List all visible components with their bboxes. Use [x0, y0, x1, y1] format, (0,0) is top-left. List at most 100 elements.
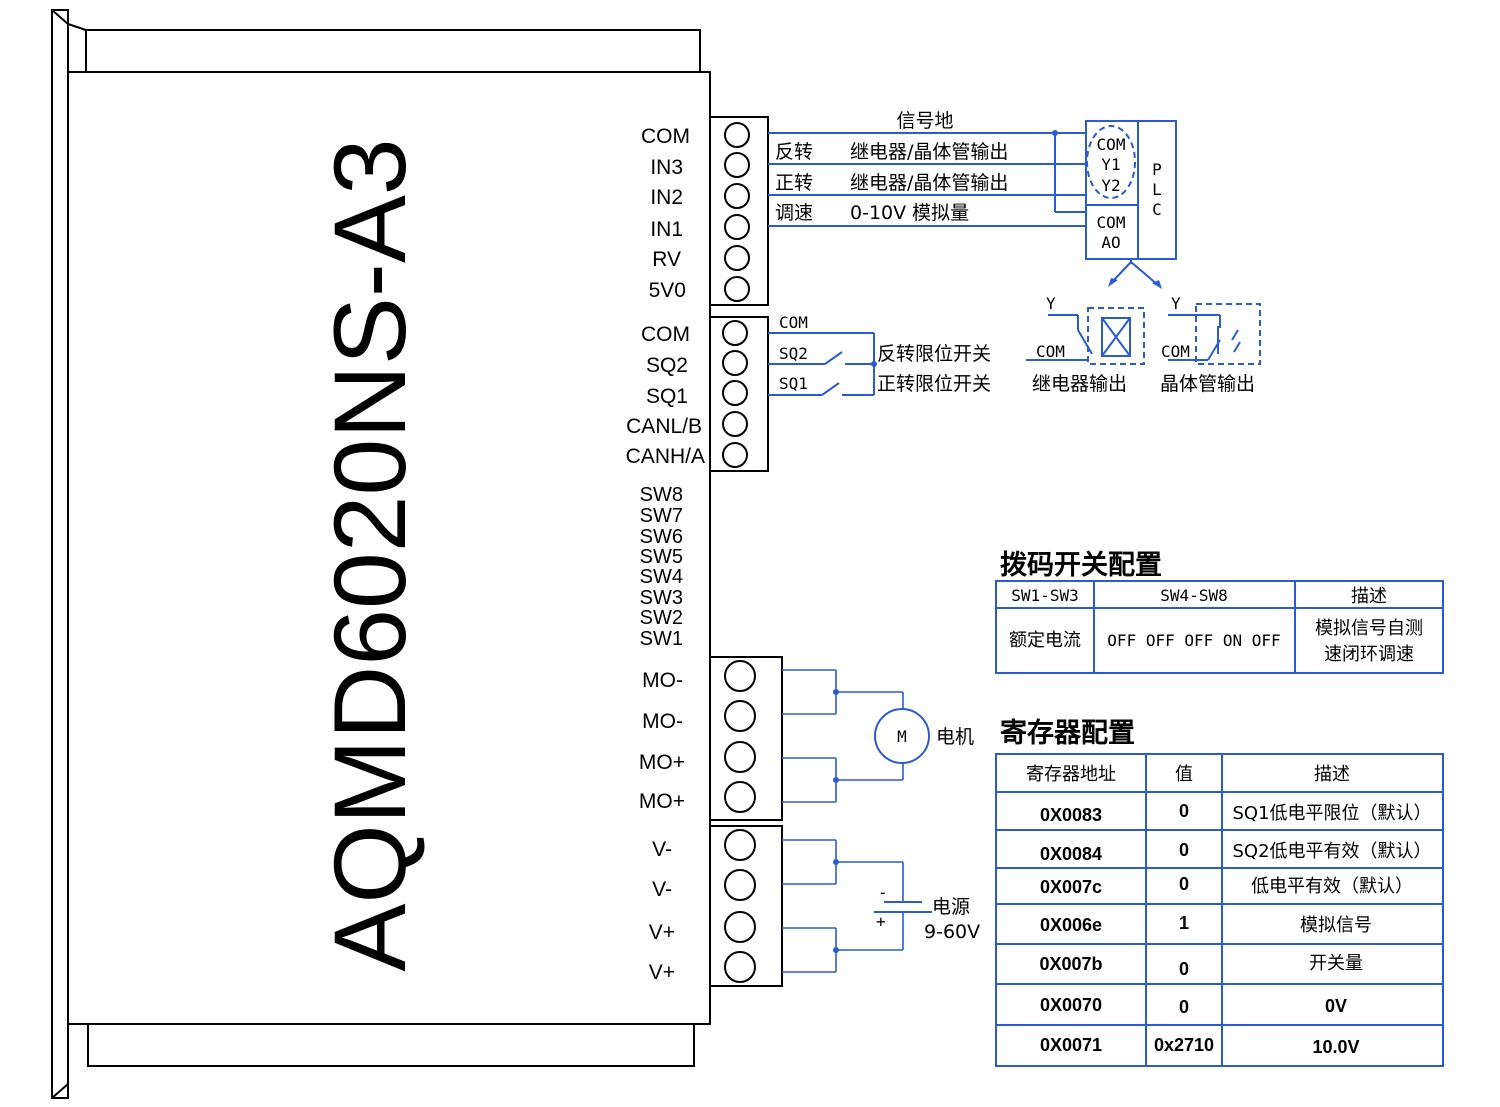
transistor-output-symbol [1168, 303, 1261, 365]
pin-v-2: V- [652, 878, 672, 901]
pin-in2: IN2 [650, 186, 683, 209]
reg-row-2-value: 0 [1179, 840, 1189, 860]
reg-row-6-desc: 0V [1325, 996, 1347, 1016]
limit-com-label: COM [779, 313, 808, 332]
pin-in1: IN1 [650, 218, 683, 241]
reg-row-6-address: 0X0070 [1040, 995, 1102, 1015]
pin-sw2: SW2 [640, 607, 683, 629]
reg-row-5-value: 0 [1179, 959, 1189, 979]
plc-c: C [1152, 200, 1162, 219]
power-voltage: 9-60V [924, 921, 980, 943]
pin-in3: IN3 [650, 156, 683, 179]
reg-row-3-desc: 低电平有效（默认） [1251, 876, 1413, 897]
motor-label: 电机 [936, 726, 974, 748]
forward-limit-label: 正转限位开关 [877, 373, 991, 395]
pin-sq1: SQ1 [646, 385, 688, 408]
pin-sw1: SW1 [640, 628, 683, 650]
dip-cell-desc-1: 模拟信号自测 [1315, 618, 1423, 639]
driver-housing [51, 9, 711, 1099]
reg-row-6-value: 0 [1179, 997, 1189, 1017]
terminal-block-limit [709, 316, 769, 472]
dip-cell-switches: OFF OFF OFF ON OFF [1107, 631, 1280, 650]
pin-v+1: V+ [649, 921, 675, 944]
power-plus: + [876, 912, 886, 931]
terminal-block-signal [709, 116, 769, 306]
motor-m-label: M [897, 727, 907, 746]
pin-v+2: V+ [649, 961, 675, 984]
pin-mo+2: MO+ [639, 790, 685, 813]
reg-row-3-address: 0X007c [1040, 877, 1102, 897]
dip-cell-current: 额定电流 [1009, 630, 1081, 651]
power-label: 电源 [932, 896, 970, 918]
dip-header-desc: 描述 [1351, 586, 1387, 607]
plc-l: L [1152, 180, 1162, 199]
limit-sq2-label: SQ2 [779, 344, 808, 363]
pin-sw7: SW7 [640, 505, 683, 527]
signal-ground-label: 信号地 [896, 110, 953, 132]
limit-sq1-label: SQ1 [779, 374, 808, 393]
forward-label: 正转 [775, 172, 813, 194]
pin-sw8: SW8 [640, 484, 683, 506]
reg-row-1-value: 0 [1179, 801, 1189, 821]
relay-com-label: COM [1036, 342, 1065, 361]
reg-table-grid [995, 753, 1444, 1067]
dip-table-title: 拨码开关配置 [1000, 550, 1162, 581]
power-minus: - [878, 883, 888, 902]
pin-com2: COM [641, 323, 690, 346]
limit-switch-wiring [768, 332, 877, 396]
relay-output-label-1: 继电器/晶体管输出 [850, 141, 1008, 163]
plc-com2: COM [1097, 213, 1126, 232]
pin-canh: CANH/A [626, 445, 705, 468]
reg-header-value: 值 [1175, 764, 1193, 785]
reg-row-7-address: 0X0071 [1040, 1035, 1102, 1055]
reg-table-title: 寄存器配置 [1000, 717, 1135, 749]
power-wiring [782, 839, 932, 973]
model-label: AQMD6020NS-A3 [313, 138, 427, 971]
reverse-limit-label: 反转限位开关 [877, 343, 991, 365]
dip-cell-desc-2: 速闭环调速 [1324, 644, 1414, 665]
reg-row-1-address: 0X0083 [1040, 805, 1102, 825]
pin-v-1: V- [652, 838, 672, 861]
plc-p: P [1152, 160, 1162, 179]
reg-row-4-desc: 模拟信号 [1300, 915, 1372, 936]
plc-y1: Y1 [1101, 155, 1120, 174]
pin-sw4: SW4 [640, 566, 683, 588]
pin-rv: RV [652, 248, 681, 271]
relay-y-label: Y [1046, 294, 1056, 313]
reg-row-2-desc: SQ2低电平有效（默认） [1232, 841, 1431, 862]
pin-mo-1: MO- [642, 669, 683, 692]
pin-sq2: SQ2 [646, 354, 688, 377]
reg-row-7-desc: 10.0V [1312, 1037, 1359, 1057]
reg-row-3-value: 0 [1179, 874, 1189, 894]
reg-row-1-desc: SQ1低电平限位（默认） [1232, 803, 1431, 824]
motor-symbol [874, 708, 930, 764]
motor-wiring [782, 669, 930, 803]
analog-label: 0-10V 模拟量 [850, 202, 969, 224]
relay-output-caption: 继电器输出 [1032, 373, 1127, 395]
pin-sw5: SW5 [640, 546, 683, 568]
reverse-label: 反转 [775, 141, 813, 163]
speed-label: 调速 [775, 202, 813, 224]
plc-ao: AO [1101, 233, 1120, 252]
reg-row-4-value: 1 [1179, 913, 1189, 933]
pin-sw3: SW3 [640, 587, 683, 609]
reg-row-4-address: 0X006e [1040, 915, 1102, 935]
pin-mo+1: MO+ [639, 751, 685, 774]
terminal-block-power [709, 825, 783, 987]
dip-header-sw4-8: SW4-SW8 [1160, 586, 1227, 605]
transistor-output-caption: 晶体管输出 [1160, 373, 1255, 395]
reg-header-desc: 描述 [1314, 764, 1350, 785]
reg-header-address: 寄存器地址 [1026, 764, 1116, 785]
dip-header-sw1-3: SW1-SW3 [1011, 586, 1078, 605]
pin-mo-2: MO- [642, 710, 683, 733]
reg-row-5-desc: 开关量 [1309, 953, 1363, 974]
transistor-y-label: Y [1171, 294, 1181, 313]
plc-y2: Y2 [1101, 176, 1120, 195]
dip-table-grid [995, 580, 1444, 674]
relay-output-symbol [1026, 307, 1145, 365]
pin-com1: COM [641, 125, 690, 148]
transistor-com-label: COM [1161, 342, 1190, 361]
plc-wiring [768, 120, 1177, 289]
relay-output-label-2: 继电器/晶体管输出 [850, 172, 1008, 194]
